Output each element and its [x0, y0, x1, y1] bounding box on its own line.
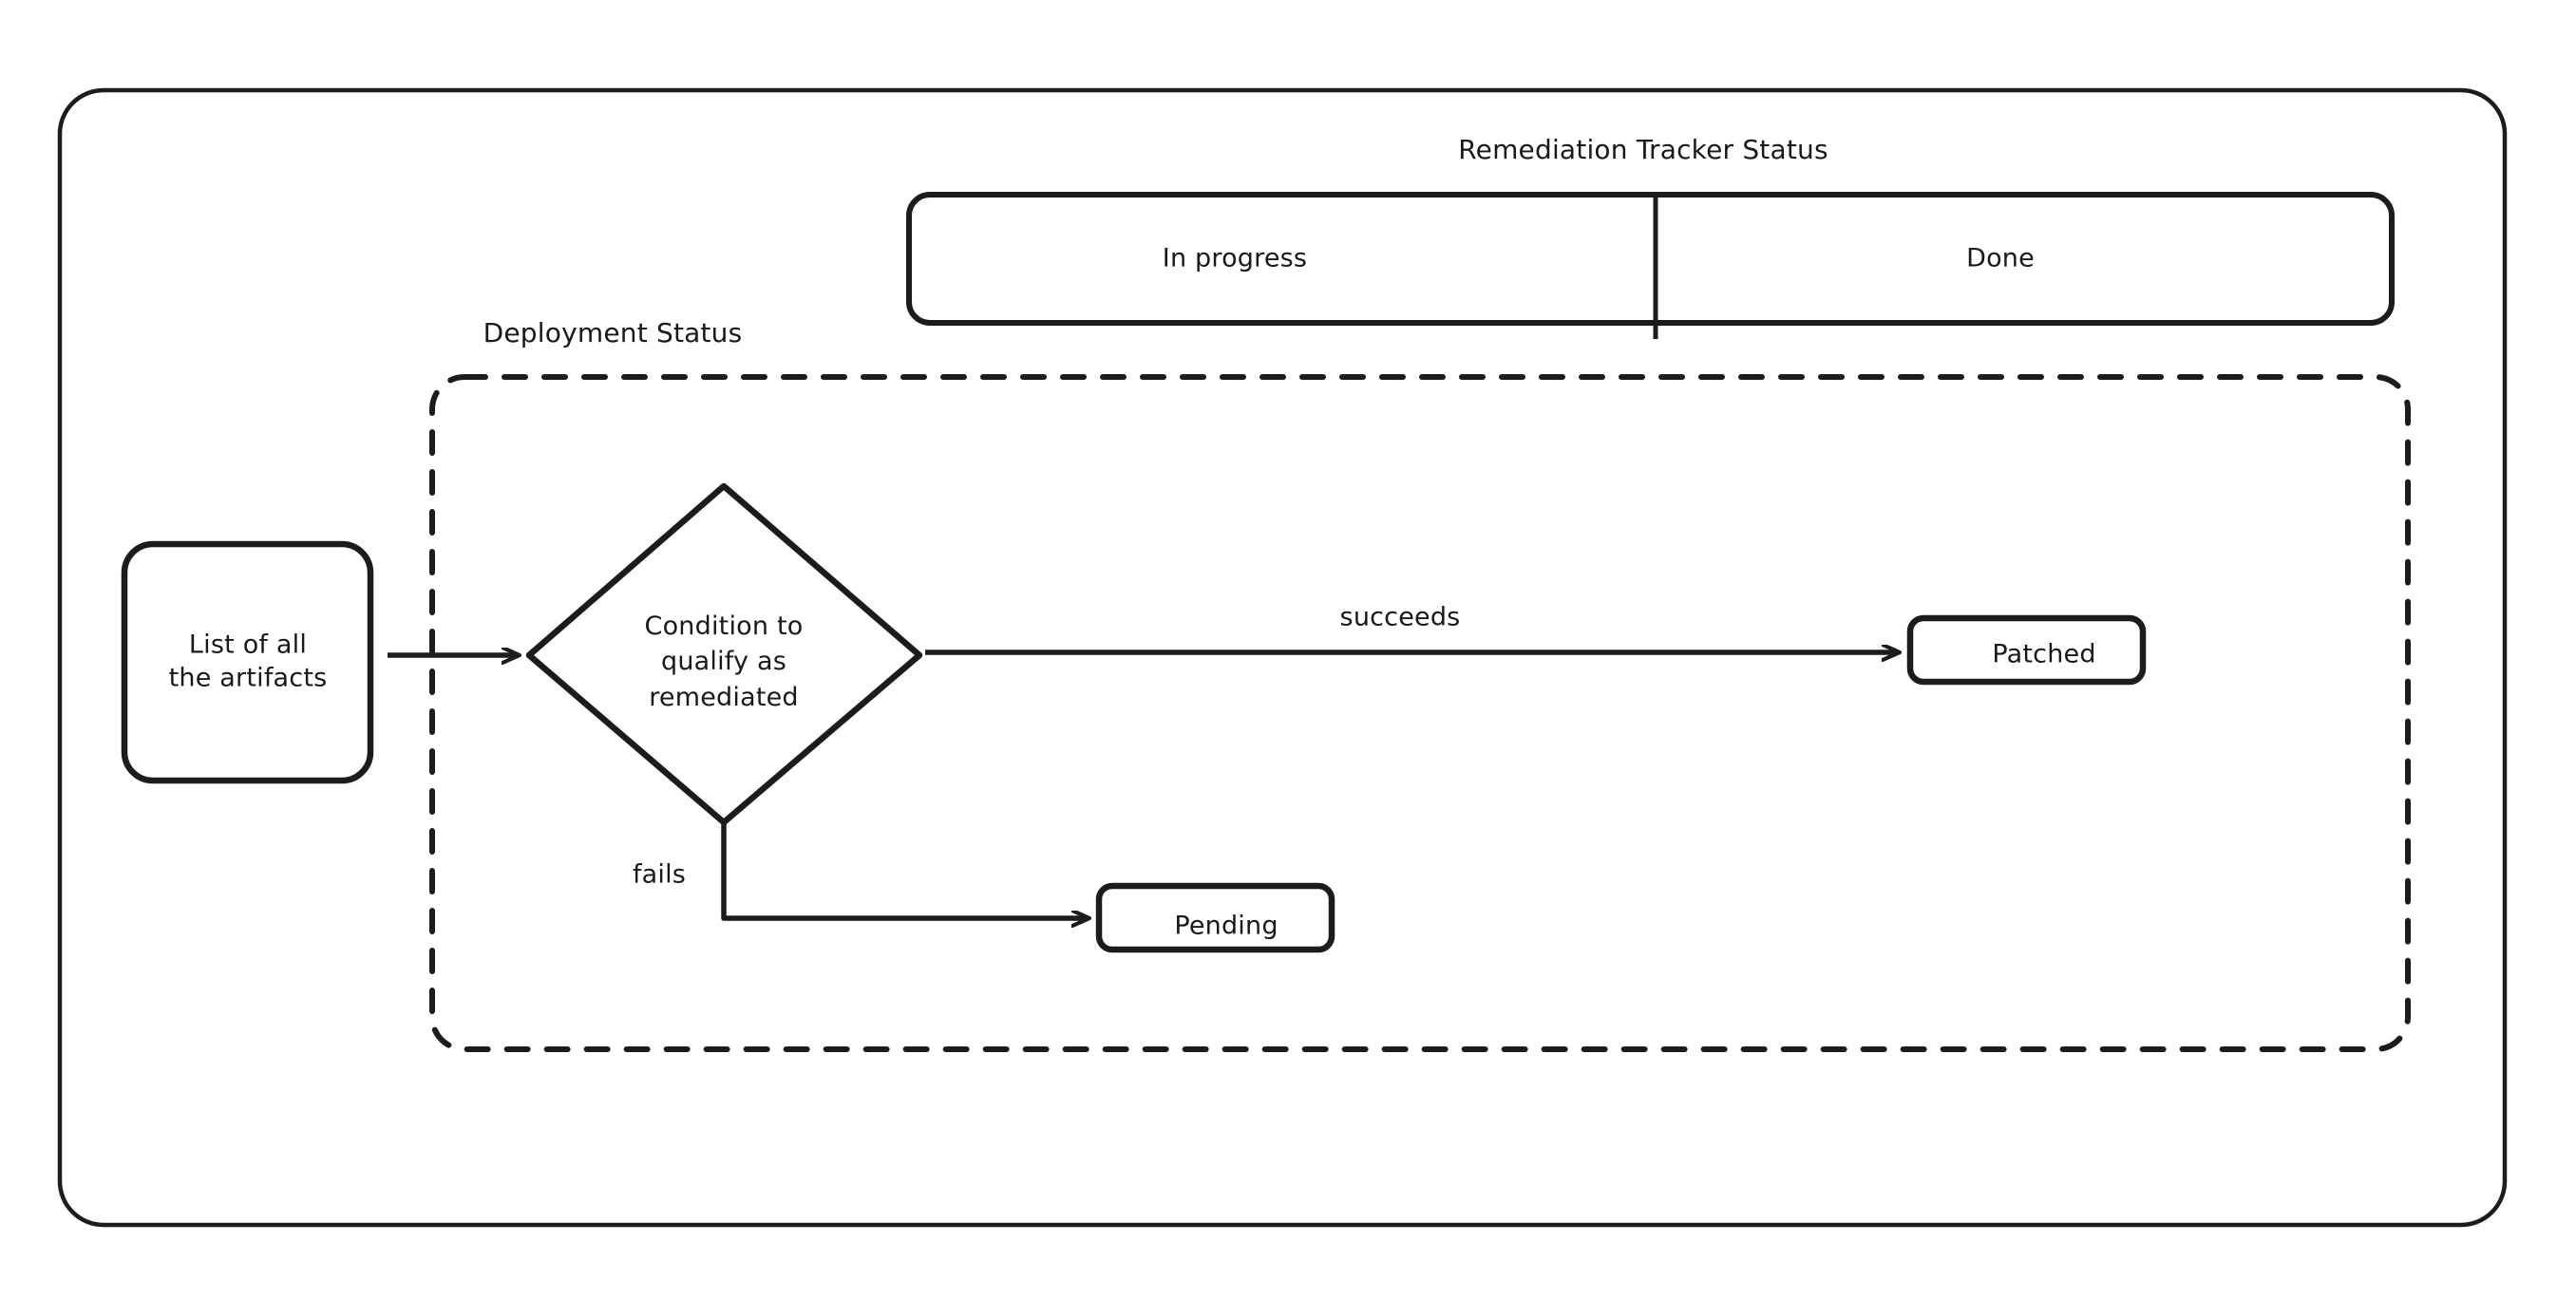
node-pending-shape	[1095, 882, 1335, 953]
edge-label-succeeds: succeeds	[1339, 602, 1461, 632]
node-artifacts-label: List of all the artifacts	[168, 630, 328, 692]
swimlane-label-done: Done	[1966, 243, 2035, 273]
node-artifacts-shape	[121, 540, 374, 784]
node-patched-label: Patched	[1992, 639, 2096, 669]
outer-frame	[57, 87, 2508, 1228]
deployment-status-title: Deployment Status	[483, 317, 743, 349]
node-condition-label: Condition to qualify as remediated	[644, 612, 804, 712]
edge-condition-to-pending	[721, 822, 1089, 918]
swimlane-label-in-progress: In progress	[1162, 243, 1308, 273]
remediation-tracker-status-title: Remediation Tracker Status	[1458, 134, 1828, 166]
node-patched-shape	[1906, 614, 2147, 686]
edge-label-fails: fails	[632, 859, 687, 890]
node-pending-label: Pending	[1174, 911, 1279, 941]
deployment-status-container	[429, 374, 2411, 1052]
remediation-swimlane	[906, 192, 2395, 339]
